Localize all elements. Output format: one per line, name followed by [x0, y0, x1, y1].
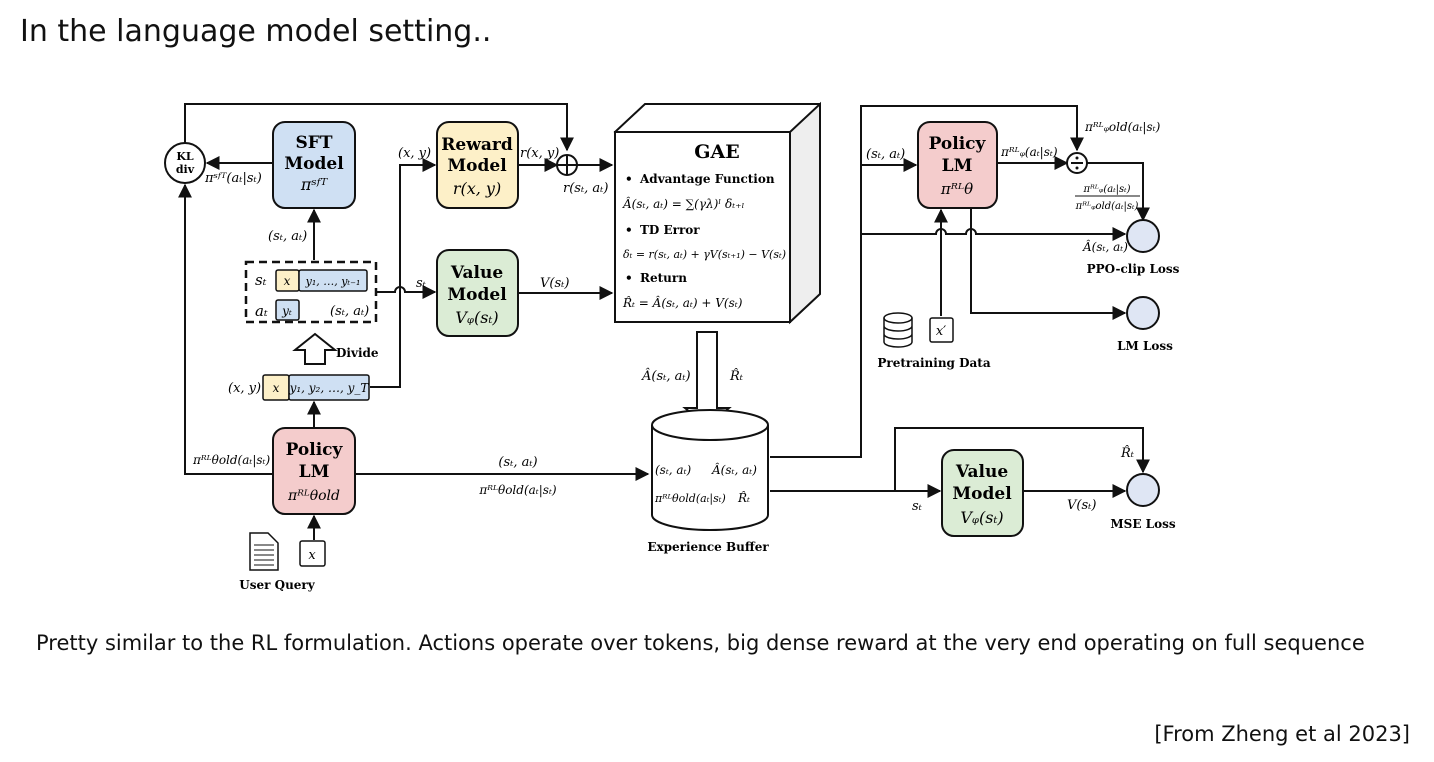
state-action-split: sₜ x y₁, …, yₜ₋₁ aₜ yₜ (sₜ, aₜ)	[244, 260, 378, 324]
gae-bullet: •	[625, 172, 633, 186]
policy-old-prob-label: πᴿᴸᵩold(aₜ|sₜ)	[1084, 120, 1161, 134]
lm-loss-node	[1126, 296, 1160, 330]
pair-label: (sₜ, aₜ)	[330, 304, 369, 319]
seq-y-tokens: y₁, y₂, …, y_T	[289, 381, 370, 395]
to-buffer-label-1: (sₜ, aₜ)	[498, 455, 537, 470]
buffer-item: R̂ₜ	[737, 490, 750, 505]
value-right-title: Value	[955, 462, 1008, 482]
gae-out-ret: R̂ₜ	[729, 368, 744, 384]
experience-buffer-label: Experience Buffer	[647, 540, 769, 554]
value-right-output: V(sₜ)	[1067, 498, 1096, 513]
value-title: Value	[450, 263, 503, 283]
gae-out-adv: Â(sₜ, aₜ)	[641, 368, 691, 384]
value-model-box: Value Model Vᵩ(sₜ)	[436, 249, 519, 337]
query-x-box	[299, 540, 326, 567]
reward-sum-label: r(sₜ, aₜ)	[563, 181, 608, 196]
value-subtitle: Model	[447, 285, 507, 305]
reward-subtitle: Model	[447, 156, 507, 176]
ppo-loss-node	[1126, 219, 1160, 253]
reward-output-label: r(x, y)	[520, 146, 559, 161]
plus-node	[556, 154, 578, 176]
value-symbol: Vᵩ(sₜ)	[455, 308, 498, 327]
gae-item-formula: R̂ₜ = Â(sₜ, aₜ) + V(sₜ)	[622, 295, 743, 310]
slide-caption: Pretty similar to the RL formulation. Ac…	[36, 631, 1365, 655]
connectors	[178, 103, 1150, 540]
mse-loss-label: MSE Loss	[1110, 517, 1175, 531]
citation: [From Zheng et al 2023]	[1154, 722, 1410, 746]
sft-title: SFT	[296, 133, 333, 153]
sft-symbol: πˢᶠᵀ	[300, 175, 329, 194]
policy-old-subtitle: LM	[299, 462, 330, 482]
a-label: aₜ	[255, 302, 268, 320]
ratio-denominator: πᴿᴸᵩold(aₜ|sₜ)	[1075, 201, 1139, 212]
gae-box: GAE • Advantage Function Â(sₜ, aₜ) = ∑(γ…	[613, 101, 821, 325]
y-t-token: yₜ	[281, 304, 292, 318]
sft-subtitle: Model	[284, 154, 344, 174]
s-label: sₜ	[255, 271, 267, 289]
sft-model-box: SFT Model πˢᶠᵀ	[272, 121, 356, 209]
experience-buffer: (sₜ, aₜ) Â(sₜ, aₜ) πᴿᴸθold(aₜ|sₜ) R̂ₜ	[651, 409, 769, 531]
seq-x-token: x	[273, 381, 280, 395]
policy-old-symbol: πᴿᴸθold	[287, 488, 340, 504]
gae-item-heading: Advantage Function	[639, 172, 775, 186]
policy-old-title: Policy	[286, 440, 344, 460]
value-right-subtitle: Model	[952, 484, 1012, 504]
policy-title: Policy	[929, 134, 987, 154]
policy-old-output-label: πᴿᴸθold(aₜ|sₜ)	[192, 453, 271, 467]
value-right-symbol: Vᵩ(sₜ)	[960, 508, 1003, 527]
value-input-label: sₜ	[416, 276, 427, 291]
sft-output-label: πˢᶠᵀ(aₜ|sₜ)	[204, 171, 262, 186]
policy-lm-old-box: Policy LM πᴿᴸθold	[272, 427, 356, 515]
policy-output-label: πᴿᴸᵩ(aₜ|sₜ)	[1000, 145, 1058, 159]
x-token: x	[284, 274, 291, 288]
reward-input-label: (x, y)	[398, 146, 431, 161]
reward-symbol: r(x, y)	[453, 179, 501, 198]
divide-arrow-icon	[292, 332, 338, 365]
buffer-item: (sₜ, aₜ)	[655, 463, 692, 477]
kl-label: KL	[176, 150, 194, 163]
gae-item-heading: Return	[640, 271, 687, 285]
gae-bullet: •	[625, 271, 633, 285]
divide-label: Divide	[336, 346, 379, 360]
divide-node	[1066, 152, 1088, 174]
gae-item-heading: TD Error	[640, 223, 700, 237]
value-right-input: sₜ	[912, 499, 923, 514]
to-buffer-label-2: πᴿᴸθold(aₜ|sₜ)	[478, 483, 557, 497]
policy-input-label: (sₜ, aₜ)	[866, 147, 905, 162]
reward-model-box: Reward Model r(x, y)	[436, 121, 519, 209]
value-output-label: V(sₜ)	[540, 276, 569, 291]
kl-div-node: KL div	[164, 142, 206, 184]
ratio-numerator: πᴿᴸᵩ(aₜ|sₜ)	[1082, 184, 1130, 195]
pretraining-data-label: Pretraining Data	[877, 356, 990, 370]
document-icon	[249, 532, 279, 571]
query-x: x	[308, 548, 316, 563]
policy-lm-box: Policy LM πᴿᴸθ	[917, 121, 998, 209]
pretrain-x-box	[929, 317, 954, 343]
value-model-right-box: Value Model Vᵩ(sₜ)	[941, 449, 1024, 537]
slide-title: In the language model setting..	[20, 14, 492, 49]
gae-item-formula: δₜ = r(sₜ, aₜ) + γV(sₜ₊₁) − V(sₜ)	[623, 248, 786, 261]
ppo-loss-label: PPO-clip Loss	[1087, 262, 1180, 276]
pretrain-x: x′	[936, 324, 946, 339]
buffer-item: πᴿᴸθold(aₜ|sₜ)	[654, 492, 726, 506]
gae-item-formula: Â(sₜ, aₜ) = ∑(γλ)ˡ δₜ₊ₗ	[622, 196, 745, 211]
div-label: div	[176, 163, 195, 176]
y-prev-tokens: y₁, …, yₜ₋₁	[305, 275, 361, 288]
sft-input-label: (sₜ, aₜ)	[268, 229, 307, 244]
mse-loss-node	[1126, 473, 1160, 507]
gae-title: GAE	[694, 141, 739, 163]
full-sequence: (x, y) x y₁, y₂, …, y_T	[228, 374, 370, 401]
lm-loss-label: LM Loss	[1117, 339, 1173, 353]
database-icon	[883, 312, 913, 348]
policy-symbol: πᴿᴸθ	[940, 180, 973, 198]
gae-bullet: •	[625, 223, 633, 237]
reward-title: Reward	[441, 135, 513, 155]
policy-subtitle: LM	[942, 156, 973, 176]
advantage-label: Â(sₜ, aₜ)	[1082, 239, 1128, 254]
sequence-label: (x, y)	[228, 381, 261, 396]
return-target-label: R̂ₜ	[1120, 445, 1135, 461]
buffer-item: Â(sₜ, aₜ)	[711, 462, 757, 477]
user-query-label: User Query	[239, 578, 315, 592]
